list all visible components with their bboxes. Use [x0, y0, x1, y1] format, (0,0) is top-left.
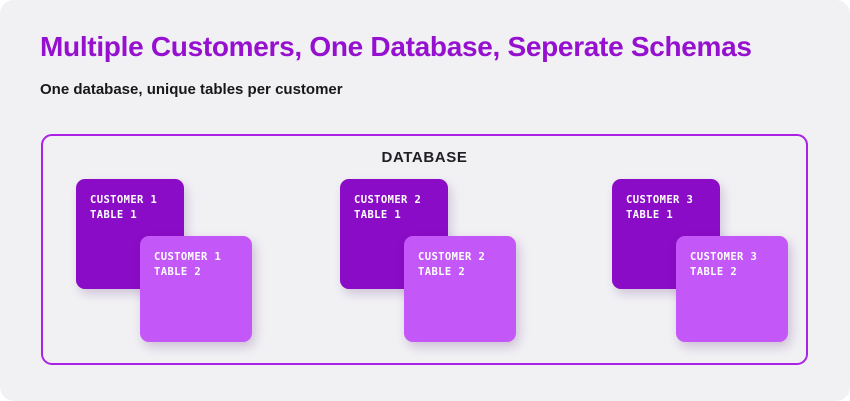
customer-group-3: CUSTOMER 3 TABLE 1 CUSTOMER 3 TABLE 2	[612, 136, 792, 367]
card-line-customer: CUSTOMER 3	[626, 194, 694, 206]
customer-3-table-1-card[interactable]: CUSTOMER 3 TABLE 1	[612, 179, 720, 289]
customer-group-1: CUSTOMER 1 TABLE 1 CUSTOMER 1 TABLE 2	[76, 136, 256, 367]
customer-group-2: CUSTOMER 2 TABLE 1 CUSTOMER 2 TABLE 2	[340, 136, 520, 367]
customer-1-table-2-card[interactable]: CUSTOMER 1 TABLE 2	[140, 236, 252, 342]
customer-2-table-1-card[interactable]: CUSTOMER 2 TABLE 1	[340, 179, 448, 289]
card-line-customer: CUSTOMER 1	[154, 251, 222, 263]
card-line-table: TABLE 2	[690, 266, 738, 278]
page-title: Multiple Customers, One Database, Sepera…	[40, 31, 752, 62]
card-line-customer: CUSTOMER 1	[90, 194, 158, 206]
card-line-table: TABLE 2	[154, 266, 202, 278]
card-line-table: TABLE 1	[90, 209, 138, 221]
card-line-customer: CUSTOMER 2	[418, 251, 486, 263]
customer-2-table-2-card[interactable]: CUSTOMER 2 TABLE 2	[404, 236, 516, 342]
database-label: DATABASE	[381, 149, 468, 166]
page-subtitle: One database, unique tables per customer	[40, 81, 343, 98]
card-line-customer: CUSTOMER 3	[690, 251, 758, 263]
database-container: DATABASE CUSTOMER 1 TABLE 1 CUSTOMER 1 T…	[41, 134, 808, 365]
card-line-table: TABLE 1	[626, 209, 674, 221]
customer-3-table-2-card[interactable]: CUSTOMER 3 TABLE 2	[676, 236, 788, 342]
card-line-table: TABLE 2	[418, 266, 466, 278]
card-line-customer: CUSTOMER 2	[354, 194, 422, 206]
card-line-table: TABLE 1	[354, 209, 402, 221]
